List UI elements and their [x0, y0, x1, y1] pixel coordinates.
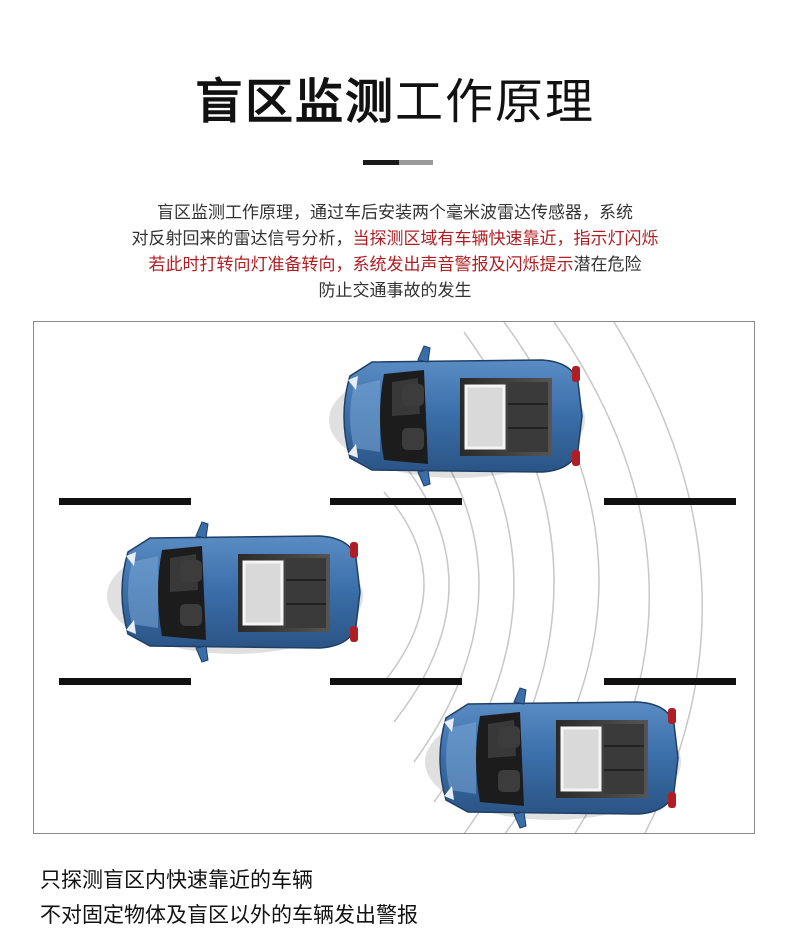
car-middle	[105, 520, 365, 664]
description-paragraph: 盲区监测工作原理，通过车后安装两个毫米波雷达传感器，系统 对反射回来的雷达信号分…	[40, 200, 750, 304]
car-top	[327, 344, 587, 488]
description-line-2-normal: 对反射回来的雷达信号分析，	[131, 229, 353, 249]
page-title-bold: 盲区监测	[194, 74, 395, 130]
description-line-2-highlight: 当探测区域有车辆快速靠近，指示灯闪烁	[352, 229, 659, 249]
page-title-light: 工作原理	[395, 74, 596, 130]
description-line-2: 对反射回来的雷达信号分析，当探测区域有车辆快速靠近，指示灯闪烁	[40, 226, 750, 252]
description-line-4: 防止交通事故的发生	[318, 281, 472, 301]
page-title: 盲区监测工作原理	[0, 72, 790, 132]
blind-spot-diagram	[33, 321, 755, 834]
car-bottom	[423, 686, 683, 830]
description-line-1: 盲区监测工作原理，通过车后安装两个毫米波雷达传感器，系统	[157, 203, 633, 223]
title-divider-dark-segment	[363, 160, 399, 165]
description-line-3-highlight: 若此时打转向灯准备转向，系统发出声音警报及闪烁提示	[148, 255, 574, 275]
title-divider-light-segment	[399, 160, 433, 165]
title-divider	[363, 160, 433, 165]
blind-spot-diagram-illustration	[59, 322, 736, 833]
description-line-3: 若此时打转向灯准备转向，系统发出声音警报及闪烁提示潜在危险	[40, 252, 750, 278]
lane-marks	[59, 498, 736, 685]
note-1: 只探测盲区内快速靠近的车辆	[40, 868, 313, 892]
note-2: 不对固定物体及盲区以外的车辆发出警报	[40, 903, 418, 927]
description-line-3-normal: 潜在危险	[573, 255, 642, 275]
